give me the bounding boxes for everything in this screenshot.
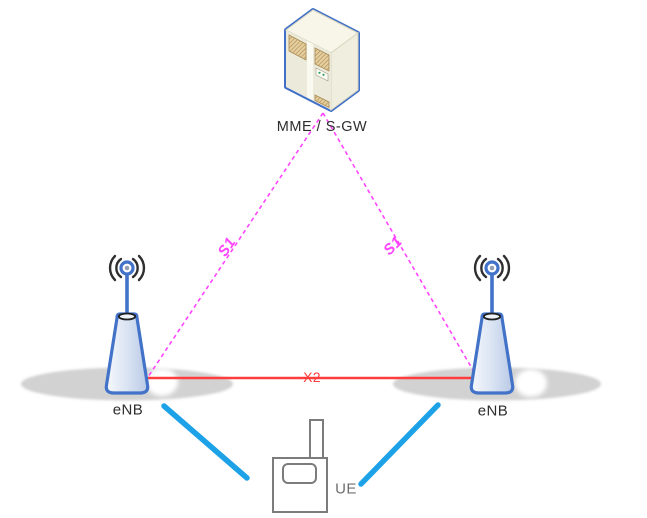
server-gap-strip	[307, 41, 313, 101]
enb-left-label: eNB	[112, 401, 144, 419]
server-vent-bottom	[314, 94, 330, 109]
ue-phone-icon	[272, 419, 328, 513]
ue-label: UE	[335, 480, 357, 498]
server-led-1	[318, 71, 321, 74]
ue-screen	[282, 463, 317, 484]
coverage-highlight-right	[515, 369, 547, 397]
ue-body	[272, 457, 328, 513]
server-led-2	[322, 73, 325, 76]
s1-link-right	[322, 112, 478, 378]
enb-right-label: eNB	[477, 402, 509, 420]
s1-link-left	[147, 112, 324, 378]
mme-sgw-server-icon	[284, 8, 360, 112]
ue-antenna	[309, 419, 324, 461]
server-vent-front	[314, 47, 330, 72]
ue-link-left	[161, 403, 250, 481]
server-led-panel	[315, 67, 329, 82]
server-vent-back	[288, 34, 307, 61]
x2-label: X2	[303, 369, 321, 385]
enb-right-tower-icon	[469, 254, 515, 395]
coverage-highlight-left	[146, 368, 178, 396]
mme-sgw-label: MME / S-GW	[276, 119, 368, 135]
ue-link-right	[358, 402, 441, 487]
enb-left-tower-icon	[104, 254, 150, 395]
